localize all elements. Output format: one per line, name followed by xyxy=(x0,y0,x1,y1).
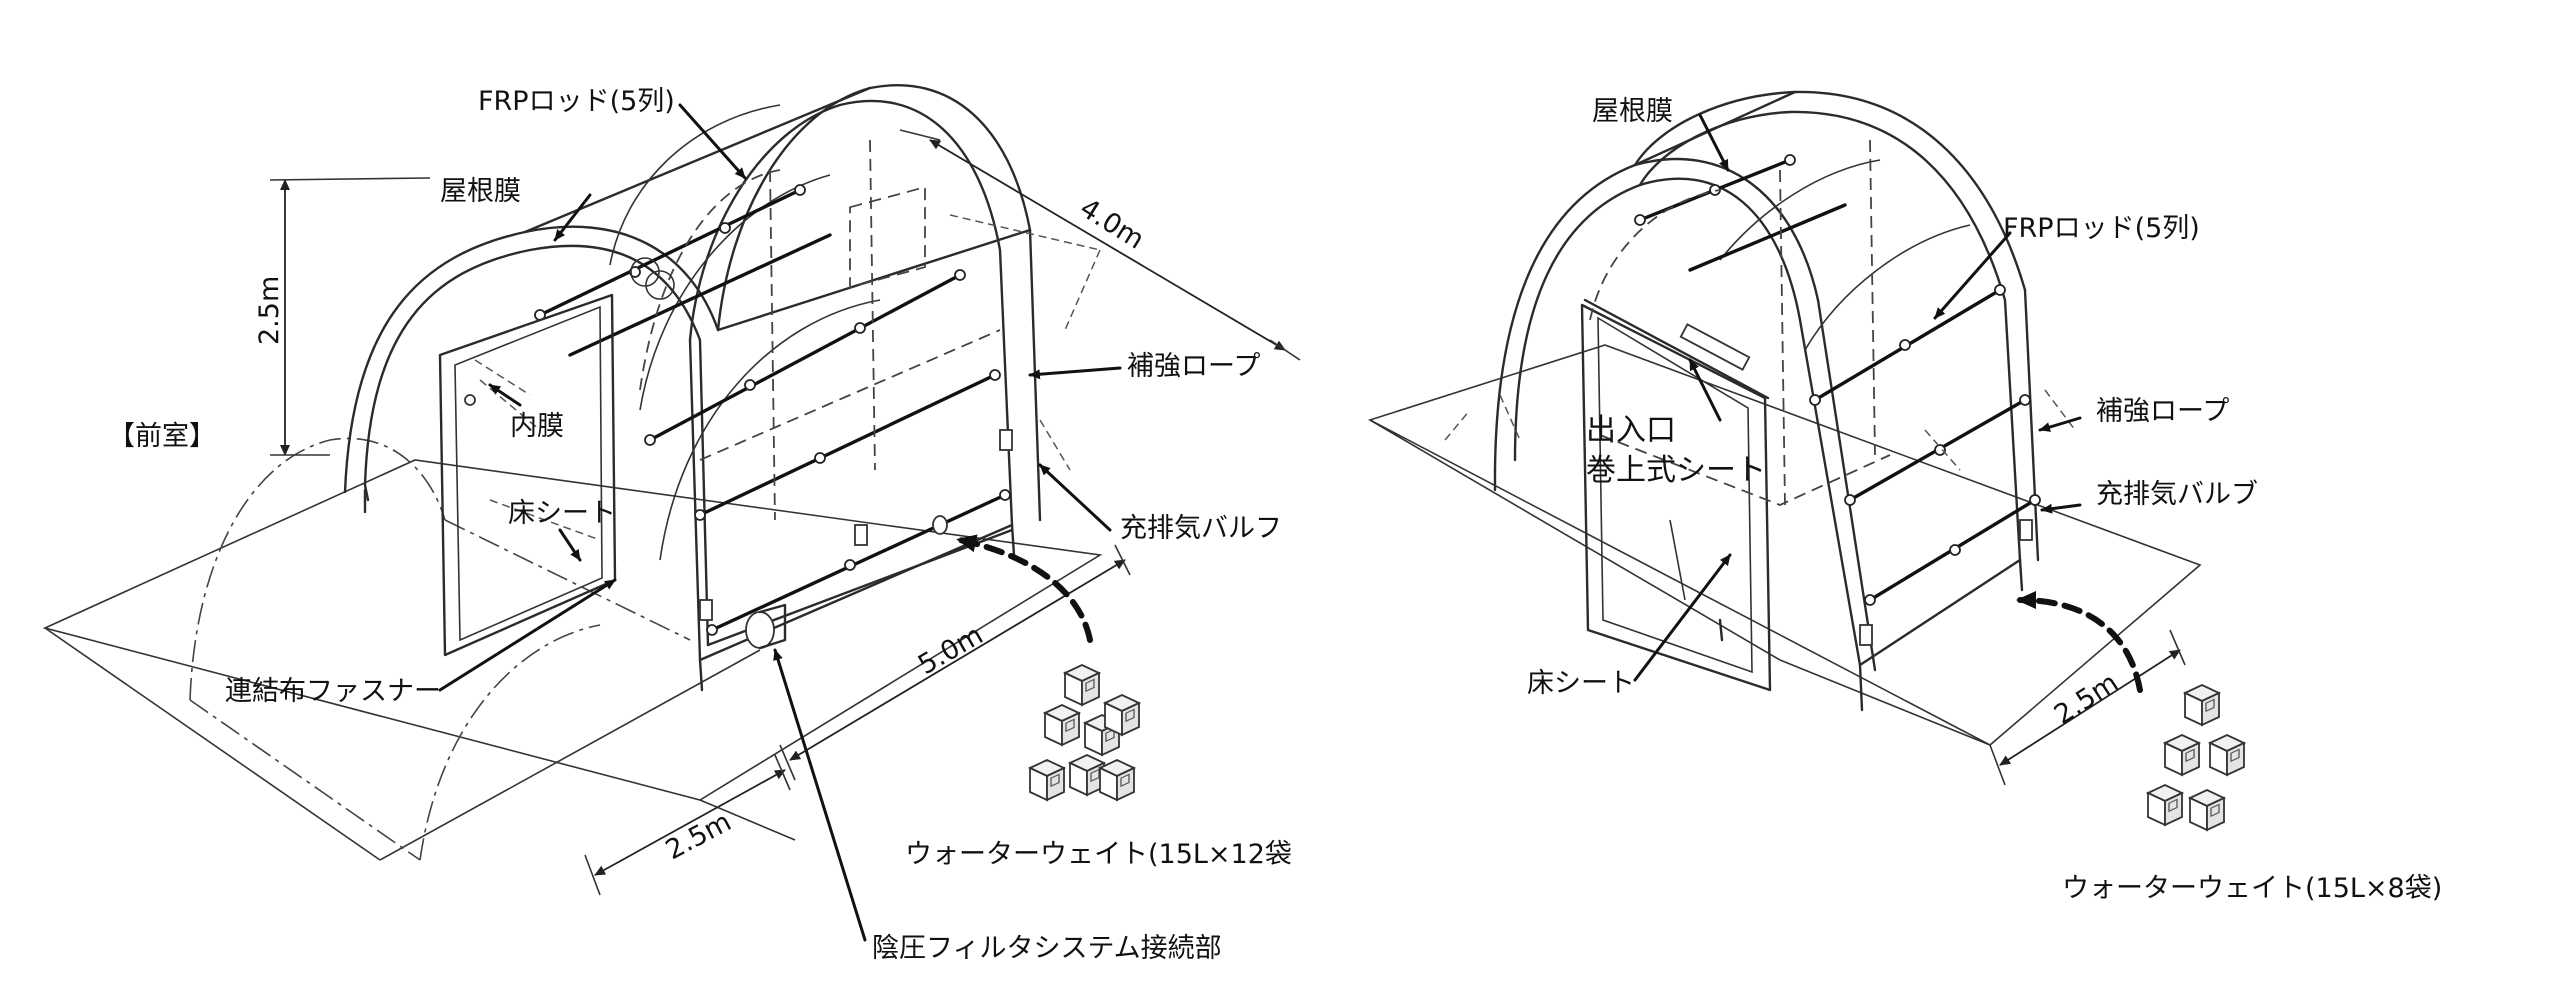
left-label-width: 2.5m xyxy=(661,806,737,866)
right-label-width: 2.5m xyxy=(2049,667,2124,731)
right-water-weights xyxy=(2147,684,2245,831)
right-ground-footprint xyxy=(1367,344,2202,746)
left-label-reinforcement-rope: 補強ロープ xyxy=(1127,351,1260,382)
right-label-water-weight: ウォーターウェイト(15L×8袋) xyxy=(2062,873,2442,904)
right-label-entrance-line2: 巻上式シート xyxy=(1586,453,1766,488)
left-label-roof-membrane: 屋根膜 xyxy=(440,176,521,207)
left-label-filter-connection: 陰圧フィルタシステム接続部 xyxy=(872,933,1222,964)
left-label-length: 5.0m xyxy=(913,620,988,681)
left-label-water-weight: ウォーターウェイト(15L×12袋 xyxy=(905,839,1292,870)
right-tent-drawing: 屋根膜 FRPロッド(5列) 補強ロープ 出入口 巻上式シート 充排気バルブ 床… xyxy=(1367,90,2442,904)
right-dimensions xyxy=(1989,629,2186,786)
left-leaders xyxy=(438,103,1122,942)
left-water-weights xyxy=(1029,664,1140,801)
right-label-entrance-line1: 出入口 xyxy=(1586,413,1676,448)
left-tent-drawing: FRPロッド(5列) 屋根膜 2.5m 4.0m 【前室】 補強ロープ 内膜 床… xyxy=(42,83,1301,964)
left-label-floor-sheet: 床シート xyxy=(508,498,616,529)
right-labels: 屋根膜 FRPロッド(5列) 補強ロープ 出入口 巻上式シート 充排気バルブ 床… xyxy=(1527,96,2442,904)
right-label-floor-sheet: 床シート xyxy=(1527,668,1635,699)
left-label-vestibule: 【前室】 xyxy=(108,421,216,452)
left-vestibule-outline xyxy=(189,437,691,861)
left-label-height: 2.5m xyxy=(254,276,285,345)
left-label-valve: 充排気バルフ xyxy=(1120,513,1282,544)
left-label-frp-rod: FRPロッド(5列) xyxy=(478,86,675,117)
left-label-zipper: 連結布ファスナー xyxy=(225,676,441,707)
left-label-depth: 4.0m xyxy=(1074,193,1149,256)
right-label-roof-membrane: 屋根膜 xyxy=(1592,96,1673,127)
right-label-valve: 充排気バルブ xyxy=(2096,479,2258,510)
right-label-frp-rod: FRPロッド(5列) xyxy=(2003,213,2200,244)
left-label-inner-membrane: 内膜 xyxy=(510,411,564,442)
right-tent-body xyxy=(1444,90,2076,712)
right-label-reinforcement-rope: 補強ロープ xyxy=(2096,396,2229,427)
right-leaders xyxy=(1633,113,2143,693)
